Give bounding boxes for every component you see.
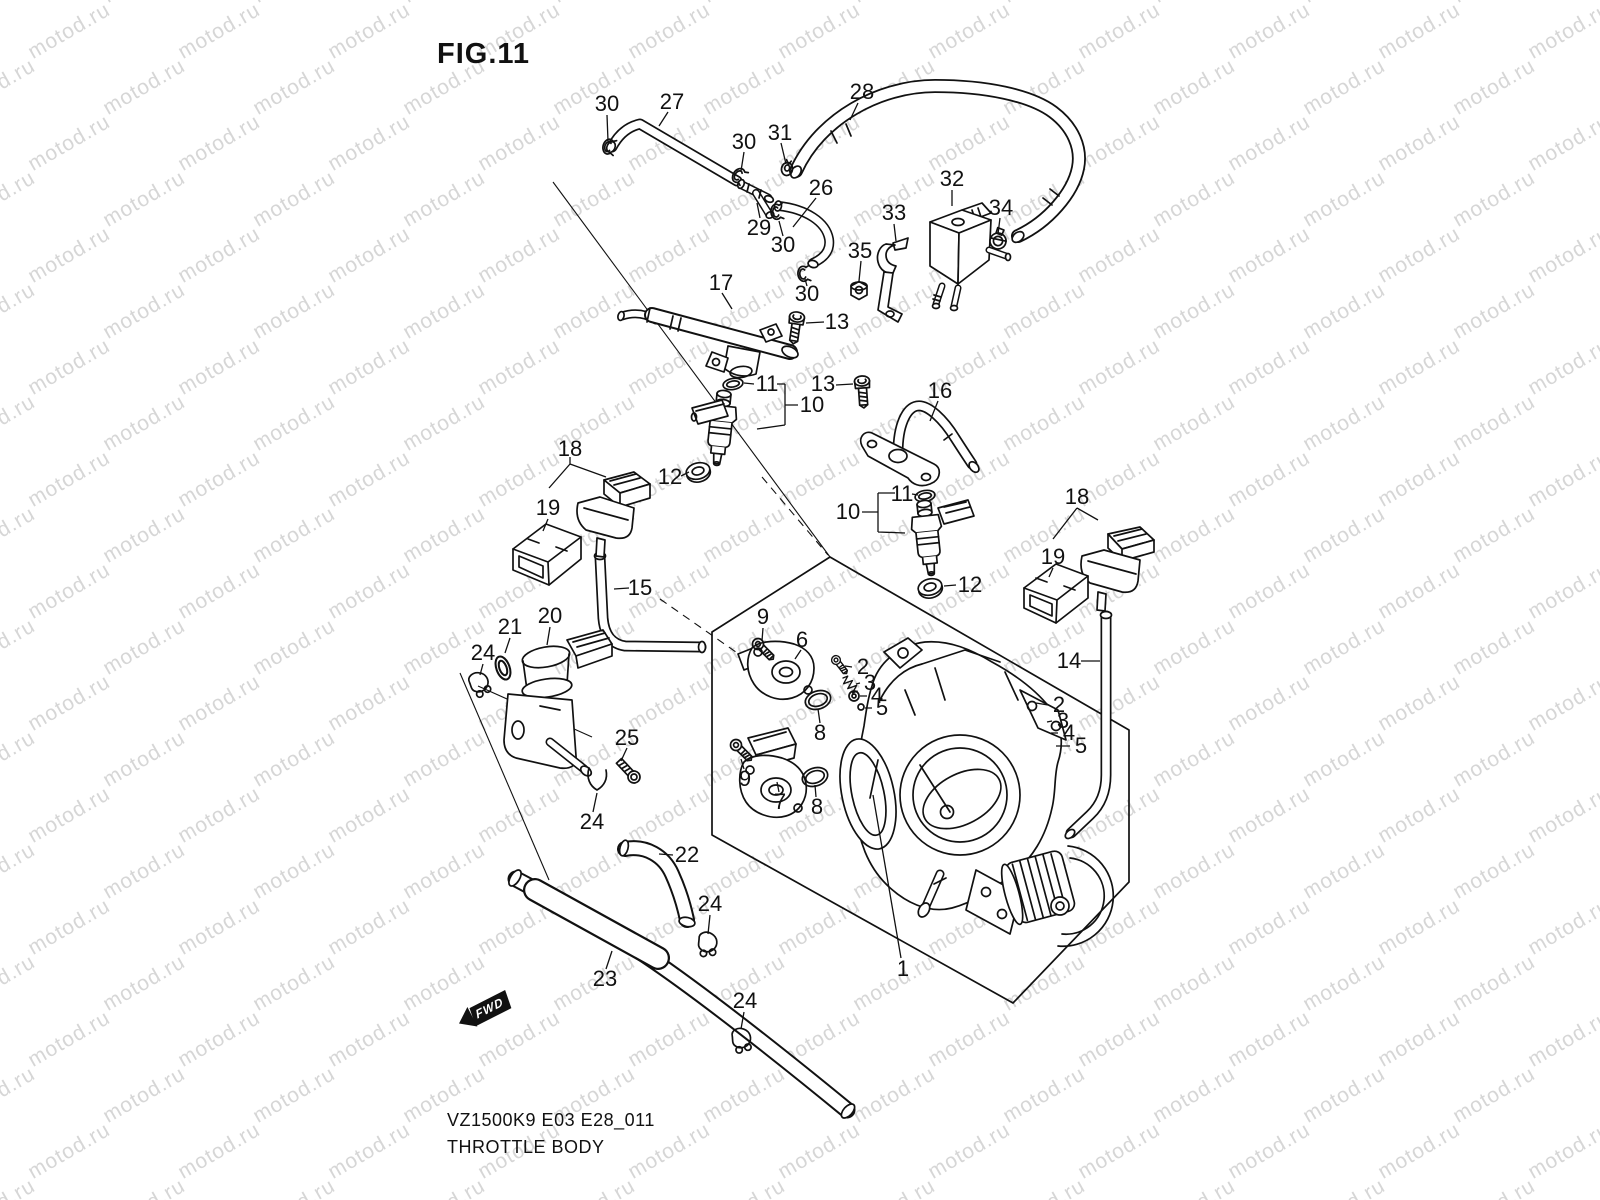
part-label-26: 26 bbox=[808, 175, 834, 200]
oring-11-left bbox=[721, 375, 745, 393]
delivery-pipe-17 bbox=[617, 307, 799, 379]
model-code: VZ1500K9 E03 E28_011 bbox=[447, 1110, 655, 1130]
part-label-11: 11 bbox=[890, 481, 914, 506]
part-label-15: 15 bbox=[627, 575, 653, 600]
cover-19-left bbox=[512, 523, 582, 586]
oring-8-b bbox=[801, 766, 829, 788]
hoses bbox=[507, 79, 1113, 1119]
part-label-17: 17 bbox=[708, 270, 734, 295]
clip-24-c bbox=[693, 929, 722, 961]
part-label-16: 16 bbox=[927, 378, 953, 403]
part-label-33: 33 bbox=[881, 200, 907, 225]
connector-18-left bbox=[576, 471, 651, 558]
hose-26 bbox=[773, 200, 835, 269]
throttle-body-1 bbox=[839, 637, 1115, 948]
hose-28 bbox=[789, 79, 1086, 244]
part-label-32: 32 bbox=[939, 166, 965, 191]
part-label-13: 13 bbox=[824, 309, 850, 334]
clamp-30-d bbox=[796, 264, 812, 283]
figure-title: FIG.11 bbox=[437, 38, 531, 70]
figure-name: THROTTLE BODY bbox=[447, 1137, 605, 1157]
part-label-24: 24 bbox=[579, 809, 605, 834]
part-label-8: 8 bbox=[813, 720, 827, 745]
construction-lines bbox=[459, 181, 1130, 1004]
part-label-24: 24 bbox=[697, 891, 723, 916]
part-label-19: 19 bbox=[1040, 544, 1066, 569]
part-label-34: 34 bbox=[988, 195, 1014, 220]
hose-15 bbox=[593, 551, 707, 654]
part-label-10: 10 bbox=[835, 499, 861, 524]
part-label-3: 3 bbox=[863, 670, 877, 695]
part-label-31: 31 bbox=[767, 120, 793, 145]
part-label-21: 21 bbox=[497, 614, 523, 639]
hose-23 bbox=[507, 869, 856, 1119]
bolt-13-b bbox=[853, 374, 873, 410]
clip-24-b bbox=[587, 767, 608, 791]
part-label-23: 23 bbox=[592, 966, 618, 991]
part-label-4: 4 bbox=[870, 683, 884, 708]
oring-8-a bbox=[804, 689, 832, 711]
joint-pipe-16 bbox=[859, 400, 980, 487]
part-label-22: 22 bbox=[674, 842, 700, 867]
part-label-24: 24 bbox=[732, 988, 758, 1013]
part-label-3: 3 bbox=[1056, 708, 1070, 733]
injector-10-left bbox=[690, 388, 741, 468]
part-label-30: 30 bbox=[794, 281, 820, 306]
nut-35 bbox=[850, 280, 868, 301]
oring-21 bbox=[491, 653, 515, 683]
screw-25 bbox=[615, 757, 641, 784]
cover-19-right bbox=[1023, 563, 1089, 624]
part-label-8: 8 bbox=[810, 794, 824, 819]
part-label-14: 14 bbox=[1056, 648, 1082, 673]
sensor-7 bbox=[738, 727, 808, 819]
three-way-joint-29 bbox=[736, 178, 775, 220]
part-label-7: 7 bbox=[773, 789, 787, 814]
bolt-13-a bbox=[784, 310, 806, 346]
part-5-a bbox=[857, 703, 865, 711]
part-label-10: 10 bbox=[799, 392, 825, 417]
part-label-30: 30 bbox=[594, 91, 620, 116]
part-label-1: 1 bbox=[896, 956, 910, 981]
part-label-25: 25 bbox=[614, 725, 640, 750]
part-label-27: 27 bbox=[659, 89, 685, 114]
part-label-9: 9 bbox=[756, 604, 770, 629]
part-label-30: 30 bbox=[731, 129, 757, 154]
bracket-33 bbox=[876, 237, 909, 323]
hose-22 bbox=[617, 839, 696, 928]
solenoid-valve-32 bbox=[929, 202, 1012, 312]
part-label-5: 5 bbox=[1074, 733, 1088, 758]
part-label-30: 30 bbox=[770, 232, 796, 257]
part-label-18: 18 bbox=[1064, 484, 1090, 509]
part-label-12: 12 bbox=[657, 464, 683, 489]
part-label-12: 12 bbox=[957, 572, 983, 597]
hose-14 bbox=[1064, 610, 1113, 840]
screw-2-a bbox=[829, 653, 851, 677]
part-label-19: 19 bbox=[535, 495, 561, 520]
part-label-13: 13 bbox=[810, 371, 836, 396]
part-label-9: 9 bbox=[738, 766, 752, 791]
part-label-35: 35 bbox=[847, 238, 873, 263]
assembly-boundary-box bbox=[711, 556, 1130, 1004]
leader-lines bbox=[479, 102, 1100, 1030]
part-label-2: 2 bbox=[1052, 692, 1066, 717]
part-label-6: 6 bbox=[795, 627, 809, 652]
hose-27 bbox=[605, 118, 743, 187]
part-label-4: 4 bbox=[1062, 720, 1076, 745]
valve-assembly-20 bbox=[503, 629, 613, 777]
part-label-5: 5 bbox=[875, 695, 889, 720]
part-label-11: 11 bbox=[755, 371, 779, 396]
part-label-20: 20 bbox=[537, 603, 563, 628]
clip-24-a bbox=[466, 669, 493, 700]
part-label-24: 24 bbox=[470, 640, 496, 665]
part-label-2: 2 bbox=[856, 654, 870, 679]
part-label-28: 28 bbox=[849, 79, 875, 104]
injector-10-right bbox=[907, 498, 975, 578]
part-label-18: 18 bbox=[557, 436, 583, 461]
connector-18-right bbox=[1080, 526, 1155, 612]
part-label-29: 29 bbox=[746, 215, 772, 240]
cushion-12-right bbox=[915, 575, 946, 602]
